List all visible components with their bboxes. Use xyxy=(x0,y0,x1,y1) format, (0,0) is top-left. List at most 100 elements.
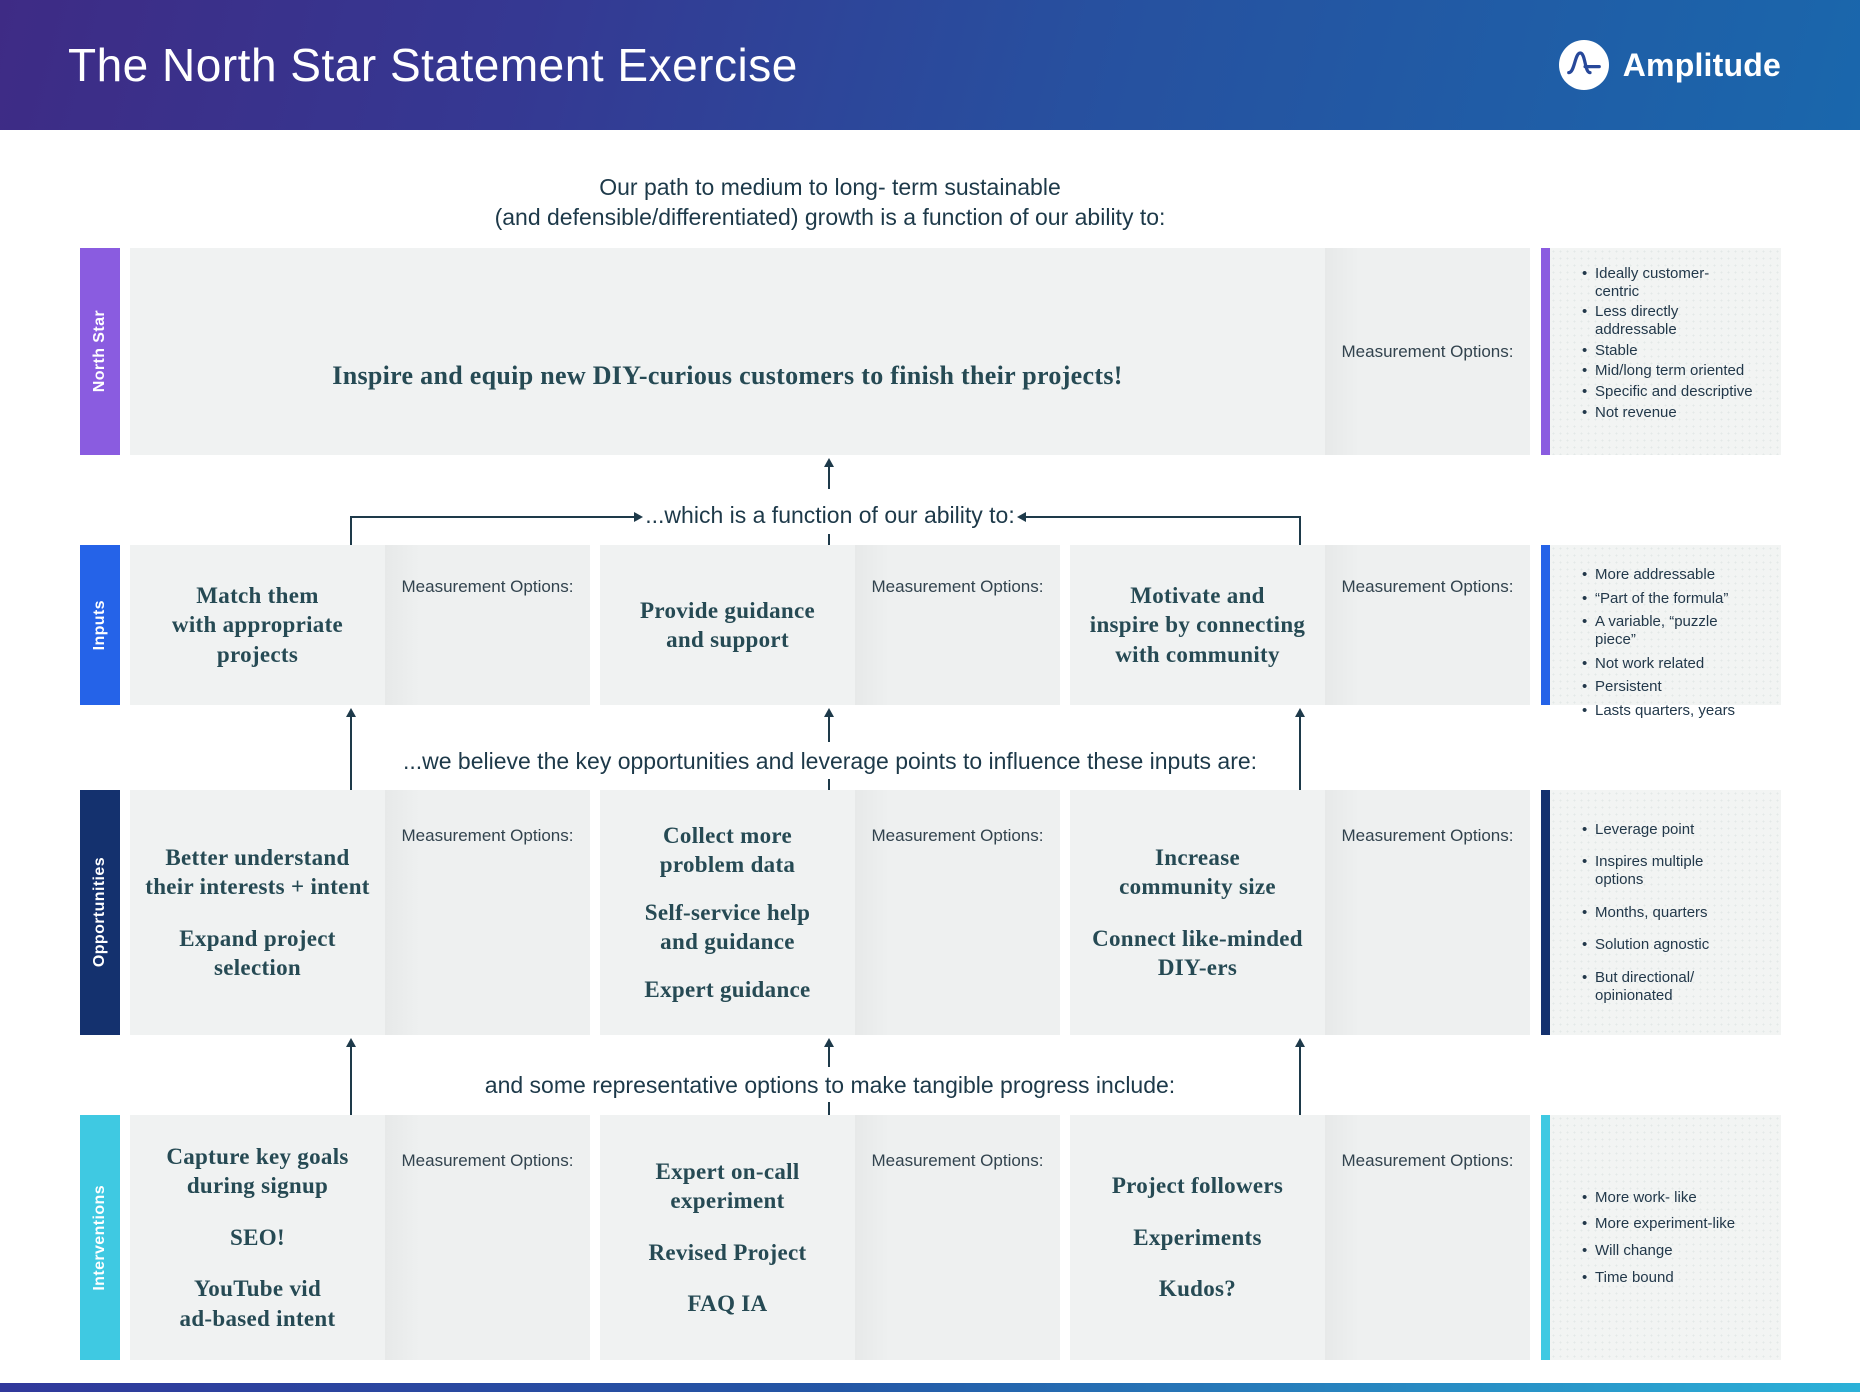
connector-line xyxy=(350,516,634,518)
up-arrowhead xyxy=(346,708,356,717)
measurement-panel: Measurement Options: xyxy=(1325,545,1530,705)
intervention-statement: YouTube vid ad-based intent xyxy=(179,1276,336,1331)
connector-line xyxy=(1299,1045,1301,1115)
inputs-box-1: Match them with appropriate projects Mea… xyxy=(130,545,590,705)
criteria-item: Solution agnostic xyxy=(1582,936,1753,954)
criteria-item: But directional/ opinionated xyxy=(1582,969,1753,1004)
criteria-item: Time bound xyxy=(1582,1269,1753,1287)
intervention-statement: Expert on-call experiment xyxy=(655,1158,800,1214)
criteria-item: Not revenue xyxy=(1582,404,1753,422)
north-star-accent-bar xyxy=(1541,248,1550,455)
connector-line xyxy=(828,534,830,545)
north-star-criteria: Ideally customer-centric Less directly a… xyxy=(1550,248,1781,455)
criteria-item: More experiment-like xyxy=(1582,1215,1753,1233)
criteria-item: Inspires multiple options xyxy=(1582,853,1753,888)
measurement-panel: Measurement Options: xyxy=(1325,790,1530,1035)
criteria-item: Months, quarters xyxy=(1582,904,1753,922)
measurement-panel: Measurement Options: xyxy=(385,545,590,705)
measurement-panel: Measurement Options: xyxy=(855,790,1060,1035)
row-label-interventions: Interventions xyxy=(80,1115,120,1360)
north-star-measurement-panel: Measurement Options: xyxy=(1325,248,1530,455)
connector-line xyxy=(828,779,830,790)
criteria-item: Mid/long term oriented xyxy=(1582,362,1753,380)
measurement-panel: Measurement Options: xyxy=(385,1115,590,1360)
measurement-panel: Measurement Options: xyxy=(1325,1115,1530,1360)
connector-line xyxy=(1026,516,1301,518)
intervention-statement: Kudos? xyxy=(1158,1276,1237,1302)
row-inputs: Inputs Match them with appropriate proje… xyxy=(80,545,1781,720)
intervention-statement: Experiments xyxy=(1133,1224,1262,1250)
measurement-panel: Measurement Options: xyxy=(855,545,1060,705)
interventions-main: Capture key goals during signup SEO! You… xyxy=(130,1115,1530,1360)
north-star-box: Inspire and equip new DIY-curious custom… xyxy=(130,248,1530,455)
north-star-main: Inspire and equip new DIY-curious custom… xyxy=(130,248,1530,455)
connector-line xyxy=(350,715,352,790)
connector-line xyxy=(1299,516,1301,545)
connector-text-3: and some representative options to make … xyxy=(484,1072,1176,1098)
measurement-panel: Measurement Options: xyxy=(385,790,590,1035)
opportunities-box-1: Better understand their interests + inte… xyxy=(130,790,590,1035)
opportunities-box-2: Collect more problem data Self-service h… xyxy=(600,790,1060,1035)
measurement-options-label: Measurement Options: xyxy=(871,577,1044,596)
inputs-box-2: Provide guidance and support Measurement… xyxy=(600,545,1060,705)
criteria-item: “Part of the formula” xyxy=(1582,590,1753,608)
row-label-north-star: North Star xyxy=(80,248,120,455)
connector-line xyxy=(828,1102,830,1115)
bottom-gradient-bar xyxy=(0,1383,1860,1392)
amplitude-wordmark: Amplitude xyxy=(1622,46,1781,83)
criteria-item: Less directly addressable xyxy=(1582,303,1753,338)
criteria-item: Stable xyxy=(1582,342,1753,360)
criteria-item: Ideally customer-centric xyxy=(1582,265,1753,300)
criteria-item: Specific and descriptive xyxy=(1582,383,1753,401)
connector-line xyxy=(828,715,830,742)
intervention-statement: Revised Project xyxy=(648,1239,807,1265)
opportunity-statement: Expert guidance xyxy=(644,976,811,1002)
row-label-opportunities: Opportunities xyxy=(80,790,120,1035)
criteria-item: Leverage point xyxy=(1582,821,1753,839)
opportunity-statement: Connect like-minded DIY-ers xyxy=(1092,925,1303,980)
amplitude-logo: Amplitude xyxy=(1558,40,1781,90)
opportunities-criteria: Leverage point Inspires multiple options… xyxy=(1550,790,1781,1035)
intervention-statement: Project followers xyxy=(1111,1173,1284,1199)
intervention-statement: Capture key goals during signup xyxy=(166,1143,349,1199)
measurement-options-label: Measurement Options: xyxy=(401,577,574,596)
interventions-box-3: Project followers Experiments Kudos? Mea… xyxy=(1070,1115,1530,1360)
up-arrowhead xyxy=(346,1038,356,1047)
connector-line xyxy=(828,465,830,489)
opportunity-statement: Better understand their interests + inte… xyxy=(145,844,370,900)
measurement-panel: Measurement Options: xyxy=(855,1115,1060,1360)
opportunities-accent-bar xyxy=(1541,790,1550,1035)
row-interventions: Interventions Capture key goals during s… xyxy=(80,1115,1781,1360)
right-arrowhead xyxy=(634,512,643,522)
opportunities-box-3: Increase community size Connect like-min… xyxy=(1070,790,1530,1035)
input-statement: Provide guidance and support xyxy=(640,597,815,652)
measurement-options-label: Measurement Options: xyxy=(1341,1151,1514,1170)
inputs-accent-bar xyxy=(1541,545,1550,705)
row-opportunities: Opportunities Better understand their in… xyxy=(80,790,1781,1035)
interventions-box-1: Capture key goals during signup SEO! You… xyxy=(130,1115,590,1360)
north-star-statement-area: Inspire and equip new DIY-curious custom… xyxy=(130,248,1325,455)
measurement-options-label: Measurement Options: xyxy=(1341,341,1514,361)
up-arrowhead xyxy=(824,708,834,717)
opportunity-statement: Increase community size xyxy=(1119,844,1276,900)
opportunity-statement: Self-service help and guidance xyxy=(644,899,811,955)
input-statement: Motivate and inspire by connecting with … xyxy=(1089,582,1306,667)
inputs-main: Match them with appropriate projects Mea… xyxy=(130,545,1530,705)
connector-line xyxy=(1299,715,1301,790)
criteria-item: Lasts quarters, years xyxy=(1582,702,1753,720)
page-title: The North Star Statement Exercise xyxy=(68,39,798,91)
inputs-box-3: Motivate and inspire by connecting with … xyxy=(1070,545,1530,705)
left-arrowhead xyxy=(1017,512,1026,522)
up-arrowhead xyxy=(1295,1038,1305,1047)
measurement-options-label: Measurement Options: xyxy=(871,826,1044,845)
measurement-options-label: Measurement Options: xyxy=(871,1151,1044,1170)
intervention-statement: SEO! xyxy=(230,1224,285,1250)
interventions-box-2: Expert on-call experiment Revised Projec… xyxy=(600,1115,1060,1360)
connector-text-2: ...we believe the key opportunities and … xyxy=(402,748,1258,774)
intro-line-2: (and defensible/differentiated) growth i… xyxy=(494,204,1166,230)
intro-line-1: Our path to medium to long- term sustain… xyxy=(599,174,1061,200)
measurement-options-label: Measurement Options: xyxy=(1341,826,1514,845)
up-arrowhead xyxy=(824,1038,834,1047)
criteria-item: A variable, “puzzle piece” xyxy=(1582,613,1753,648)
criteria-item: Will change xyxy=(1582,1242,1753,1260)
